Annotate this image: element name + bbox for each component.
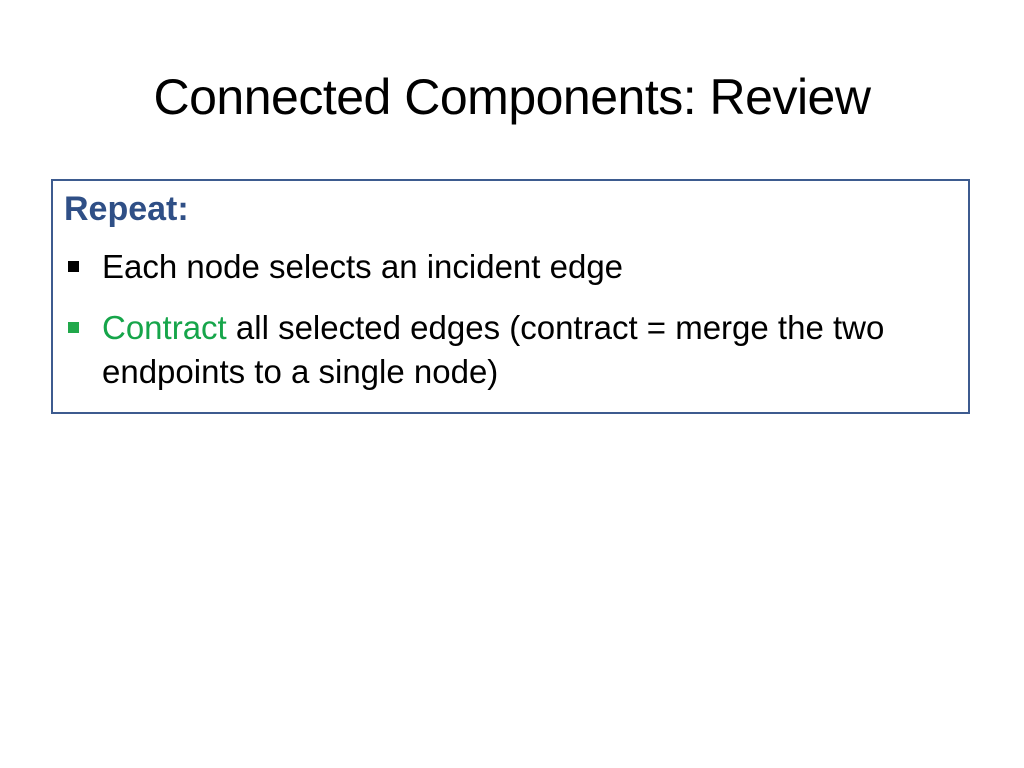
repeat-heading: Repeat: xyxy=(64,190,189,228)
bullet-list: Each node selects an incident edge Contr… xyxy=(53,245,963,411)
bullet-select-edge-text: Each node selects an incident edge xyxy=(102,248,624,285)
square-bullet-icon xyxy=(68,261,79,272)
bullet-select-edge: Each node selects an incident edge xyxy=(53,245,963,289)
slide-title: Connected Components: Review xyxy=(153,69,871,125)
green-square-bullet-icon xyxy=(68,322,79,333)
bullet-contract-edges: Contract all selected edges (contract = … xyxy=(53,306,963,394)
review-box: Repeat: Each node selects an incident ed… xyxy=(51,179,970,414)
bullet-contract-edges-text: all selected edges (contract = merge the… xyxy=(102,309,885,390)
contract-highlight: Contract xyxy=(102,309,227,346)
